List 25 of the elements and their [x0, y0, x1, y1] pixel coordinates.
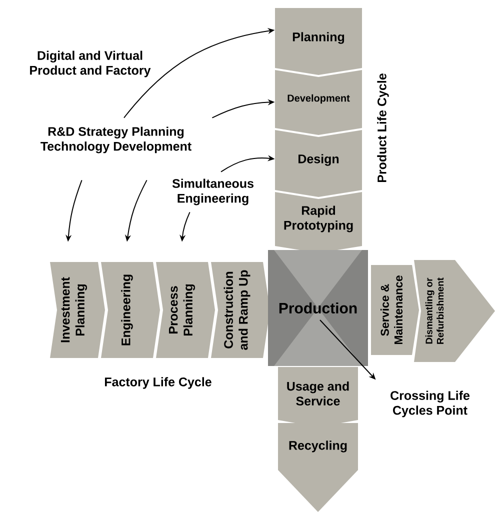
node-label: Service & Maintenance [380, 276, 403, 344]
annotation-text: R&D Strategy Planning Technology Development [40, 126, 192, 154]
stage-segment: Development [275, 70, 362, 135]
stage-segment: Process Planning [156, 262, 215, 358]
section-label: Factory Life Cycle [105, 377, 212, 389]
node-label: Design [298, 154, 339, 166]
stage-segment: Engineering [101, 262, 160, 358]
stage-segment: Rapid Prototyping [275, 192, 362, 253]
node-label: Recycling [289, 440, 347, 452]
node-label: Rapid Prototyping [284, 206, 353, 232]
annotation-text: Digital and Virtual Product and Factory [30, 50, 151, 78]
stage-segment: Design [275, 130, 362, 197]
stage-segment: Construction and Ramp Up [211, 262, 270, 358]
stage-segment: Service & Maintenance [371, 265, 419, 355]
section-label: Product Life Cycle [377, 74, 389, 182]
node-label: Usage and Service [287, 382, 349, 406]
crossing-block: Production [268, 250, 368, 366]
node-label: Planning [292, 32, 344, 44]
node-label: Development [288, 94, 350, 104]
annotation-text: Simultaneous Engineering [172, 178, 254, 206]
node-label: Dismantling or Refurbishment [425, 278, 444, 344]
stage-segment: Usage and Service [278, 367, 358, 427]
stage-segment: Planning [275, 8, 362, 75]
stage-segment: Investment Planning [50, 262, 105, 358]
annotation-text: Crossing Life Cycles Point [390, 390, 470, 418]
